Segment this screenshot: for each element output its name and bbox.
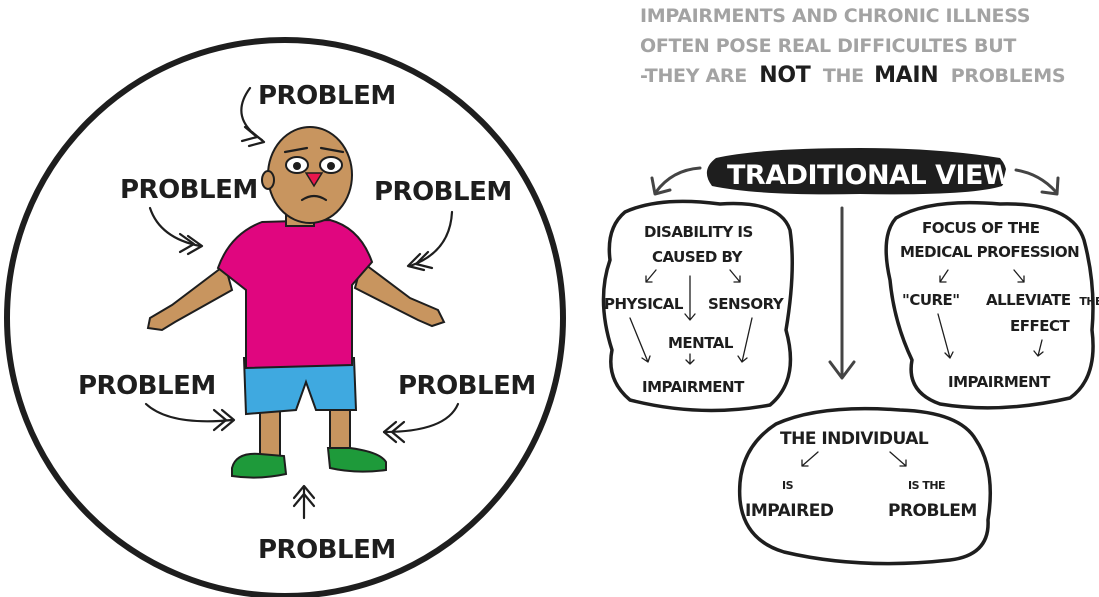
arrow-icon — [645, 269, 657, 283]
problem-label-lower-left: PROBLEM — [78, 371, 216, 401]
impaired-label: IMPAIRED — [745, 501, 834, 521]
mouth — [300, 194, 328, 202]
right-shoe — [326, 447, 387, 473]
right-bubble-title-1: FOCUS OF THE — [922, 219, 1040, 237]
arrow-icon — [406, 210, 454, 272]
problem-label-upper-left: PROBLEM — [120, 175, 258, 205]
intro-line-2: OFTEN POSE REAL DIFFICULTES BUT — [640, 35, 1016, 57]
arrow-icon — [828, 206, 856, 380]
right-bubble: FOCUS OF THE MEDICAL PROFESSION "CURE" A… — [884, 200, 1099, 410]
left-bubble-title-1: DISABILITY IS — [644, 223, 753, 241]
left-impairment-label: IMPAIRMENT — [642, 378, 745, 396]
shirt — [216, 218, 374, 370]
bottom-bubble-shape — [737, 406, 993, 566]
problem-label-upper-right: PROBLEM — [374, 177, 512, 207]
bottom-bubble: THE INDIVIDUAL IS IS THE IMPAIRED PROBLE… — [737, 406, 993, 566]
traditional-view-banner: TRADITIONAL VIEW — [706, 148, 1013, 195]
left-bubble-shape — [601, 199, 794, 413]
sensory-label: SENSORY — [708, 295, 785, 313]
left-bubble-title-2: CAUSED BY — [652, 248, 744, 266]
mental-label: MENTAL — [668, 334, 734, 352]
arrow-icon — [240, 86, 266, 148]
left-brow — [283, 146, 309, 154]
circle-problem-labels: PROBLEM PROBLEM PROBLEM PROBLEM PROBLEM … — [78, 81, 536, 565]
arrow-icon — [382, 402, 460, 444]
arrow-icon — [889, 451, 907, 467]
problem-label: PROBLEM — [888, 501, 977, 521]
intro-not: NOT — [759, 63, 811, 88]
left-pupil — [293, 162, 301, 170]
problem-label-bottom: PROBLEM — [258, 535, 396, 565]
alleviate-word: ALLEVIATE — [986, 291, 1071, 309]
alleviate-the: THE — [1079, 295, 1099, 308]
intro-text: IMPAIRMENTS AND CHRONIC ILLNESS OFTEN PO… — [640, 5, 1066, 88]
banner-shape — [706, 148, 1007, 195]
bottom-bubble-title: THE INDIVIDUAL — [780, 429, 929, 449]
is-the-label: IS THE — [908, 479, 945, 492]
intro-line-3: -THEY ARE NOT THE MAIN PROBLEMS — [640, 63, 1065, 88]
arrow-icon — [1033, 339, 1044, 357]
intro-the: THE — [823, 65, 864, 87]
arrow-icon — [292, 484, 316, 520]
arrow-icon — [684, 275, 696, 321]
arrow-icon — [737, 317, 753, 363]
intro-main: MAIN — [874, 63, 938, 88]
banner-label: TRADITIONAL VIEW — [727, 160, 1012, 191]
intro-line-3-start: -THEY ARE — [640, 65, 747, 87]
arrow-icon — [937, 313, 954, 359]
effect-label: EFFECT — [1010, 317, 1070, 335]
shorts — [242, 357, 358, 416]
is-label: IS — [782, 479, 794, 492]
alleviate-label: ALLEVIATE THE — [986, 291, 1099, 309]
problem-arrows — [144, 86, 460, 520]
cure-label: "CURE" — [902, 291, 960, 309]
arrow-icon — [148, 206, 204, 256]
arrow-icon — [685, 353, 695, 365]
right-arm — [353, 260, 446, 328]
physical-label: PHYSICAL — [604, 295, 684, 313]
arrow-icon — [729, 269, 741, 283]
arrow-icon — [1013, 269, 1025, 283]
ear — [261, 170, 275, 190]
arrow-icon — [629, 317, 651, 363]
left-bubble: DISABILITY IS CAUSED BY PHYSICAL SENSORY… — [601, 199, 794, 413]
intro-line-1: IMPAIRMENTS AND CHRONIC ILLNESS — [640, 5, 1030, 27]
right-impairment-label: IMPAIRMENT — [948, 373, 1051, 391]
left-arm — [146, 263, 234, 332]
person-illustration — [146, 126, 446, 479]
arrow-icon — [939, 269, 949, 283]
arrow-icon — [1014, 168, 1060, 196]
problem-label-lower-right: PROBLEM — [398, 371, 536, 401]
right-brow — [319, 146, 345, 154]
left-shoe — [231, 452, 288, 479]
problem-label-top: PROBLEM — [258, 81, 396, 111]
arrow-icon — [144, 402, 236, 432]
nose — [304, 172, 324, 188]
arrow-icon — [801, 451, 819, 467]
arrow-icon — [650, 166, 702, 196]
right-bubble-shape — [884, 200, 1095, 410]
intro-problems: PROBLEMS — [951, 65, 1065, 87]
right-bubble-title-2: MEDICAL PROFESSION — [900, 243, 1079, 261]
right-pupil — [327, 162, 335, 170]
banner-arrows — [650, 166, 1060, 380]
